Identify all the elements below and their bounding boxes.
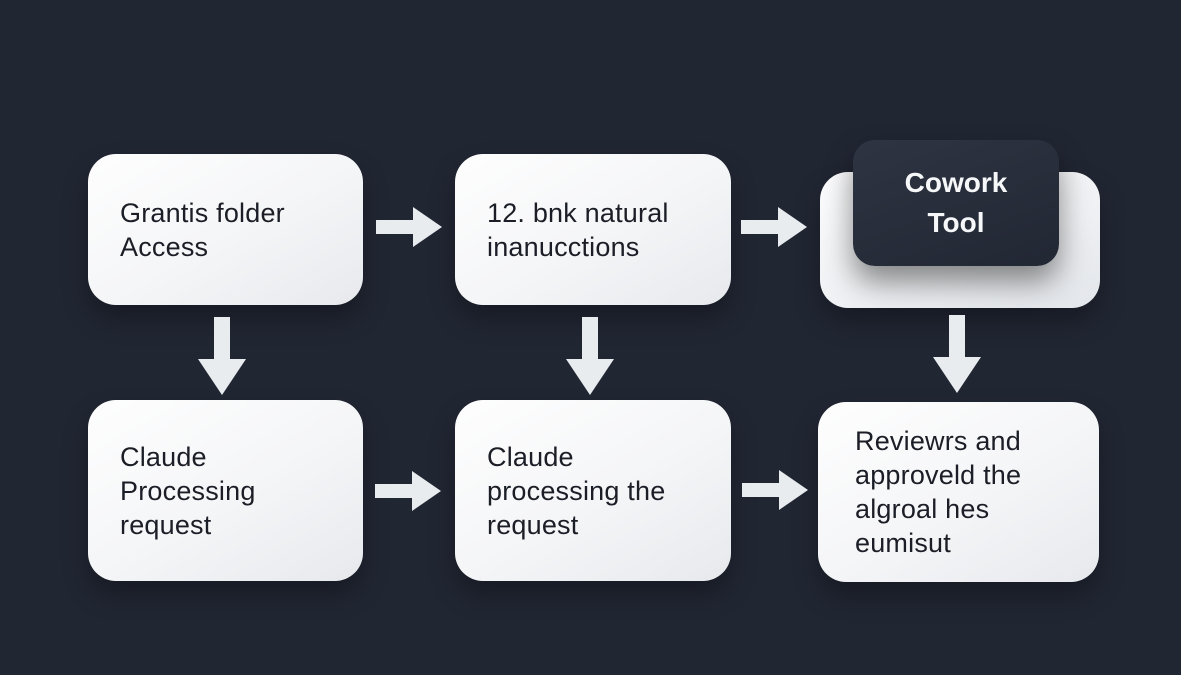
arrow-right-icon xyxy=(742,468,808,512)
node-claude-processing-the-request: Claude processing the request xyxy=(455,400,731,581)
arrow-down-icon xyxy=(933,315,981,393)
arrow-right-icon xyxy=(376,205,442,249)
arrow-down-icon xyxy=(198,317,246,395)
node-claude-processing-request: Claude Processing request xyxy=(88,400,363,581)
node-cowork-tool: Cowork Tool xyxy=(853,140,1059,266)
arrow-right-icon xyxy=(741,205,807,249)
node-label: 12. bnk natural inanucctions xyxy=(487,197,669,262)
node-label: Claude Processing request xyxy=(120,441,256,540)
node-grant-folder-access: Grantis folder Access xyxy=(88,154,363,305)
node-label: Reviewrs and approveld the algroal hes e… xyxy=(855,426,1022,558)
node-bank-natural-instructions: 12. bnk natural inanucctions xyxy=(455,154,731,305)
node-reviewers-approved: Reviewrs and approveld the algroal hes e… xyxy=(818,402,1099,582)
arrow-down-icon xyxy=(566,317,614,395)
arrow-right-icon xyxy=(375,469,441,513)
node-label: Grantis folder Access xyxy=(120,197,285,262)
node-label: Claude processing the request xyxy=(487,441,666,540)
node-label: Cowork Tool xyxy=(904,167,1008,238)
